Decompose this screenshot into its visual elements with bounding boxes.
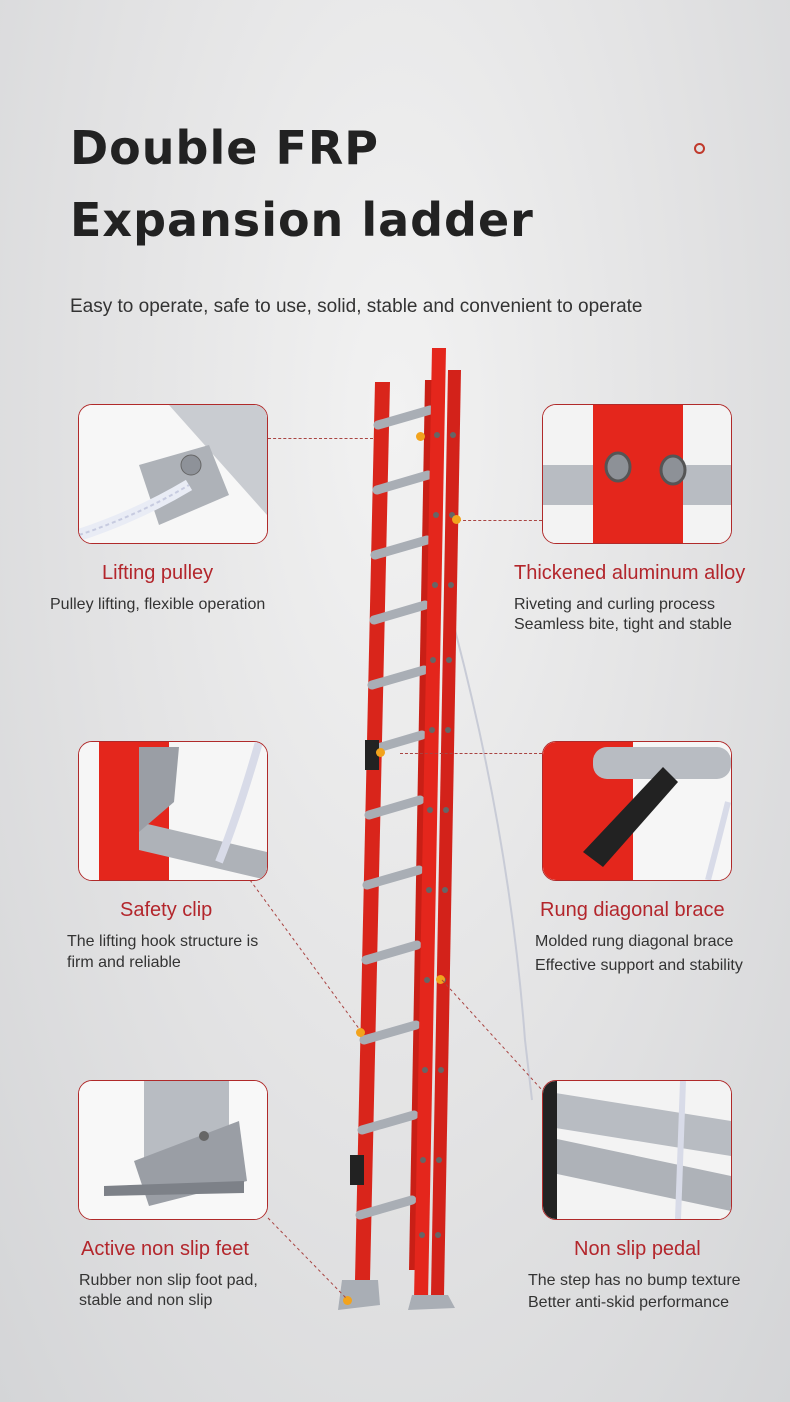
page-title-line1: Double FRP (70, 121, 379, 175)
feature-desc-aluminum-alloy-1: Riveting and curling process (514, 596, 715, 613)
feature-desc-non-slip-pedal-2: Better anti-skid performance (528, 1294, 729, 1311)
marker-pedal (436, 975, 445, 984)
feature-desc-safety-clip-1: The lifting hook structure is (67, 933, 259, 950)
photo-diagonal-brace (542, 741, 732, 881)
marker-clip (356, 1028, 365, 1037)
feature-desc-lifting-pulley: Pulley lifting, flexible operation (50, 596, 266, 613)
page-title-line2: Expansion ladder (70, 193, 534, 247)
marker-alloy (452, 515, 461, 524)
leader-line-brace (400, 753, 542, 754)
feature-desc-diagonal-brace-2: Effective support and stability (535, 957, 743, 974)
feature-title-diagonal-brace: Rung diagonal brace (540, 899, 725, 921)
marker-feet (343, 1296, 352, 1305)
feature-title-safety-clip: Safety clip (120, 899, 213, 921)
feature-desc-diagonal-brace-1: Molded rung diagonal brace (535, 933, 734, 950)
leader-line-pulley (268, 438, 373, 439)
feature-desc-non-slip-feet-2: stable and non slip (79, 1292, 213, 1309)
photo-lifting-pulley (78, 404, 268, 544)
subtitle: Easy to operate, safe to use, solid, sta… (70, 296, 643, 317)
photo-aluminum-alloy (542, 404, 732, 544)
leader-line-alloy (458, 520, 542, 521)
photo-non-slip-pedal (542, 1080, 732, 1220)
marker-brace (376, 748, 385, 757)
feature-title-non-slip-feet: Active non slip feet (81, 1238, 249, 1260)
ladder-illustration (338, 348, 533, 1310)
title-block: Double FRP Expansion ladder (70, 112, 534, 256)
feature-desc-non-slip-feet-1: Rubber non slip foot pad, (79, 1272, 258, 1289)
feature-title-lifting-pulley: Lifting pulley (102, 562, 214, 584)
marker-pulley (416, 432, 425, 441)
feature-desc-safety-clip-2: firm and reliable (67, 954, 181, 971)
decorative-circle-icon (694, 143, 705, 154)
feature-desc-aluminum-alloy-2: Seamless bite, tight and stable (514, 616, 732, 633)
feature-title-aluminum-alloy: Thickened aluminum alloy (514, 562, 746, 584)
feature-desc-non-slip-pedal-1: The step has no bump texture (528, 1272, 741, 1289)
photo-non-slip-feet (78, 1080, 268, 1220)
photo-safety-clip (78, 741, 268, 881)
feature-title-non-slip-pedal: Non slip pedal (574, 1238, 701, 1260)
